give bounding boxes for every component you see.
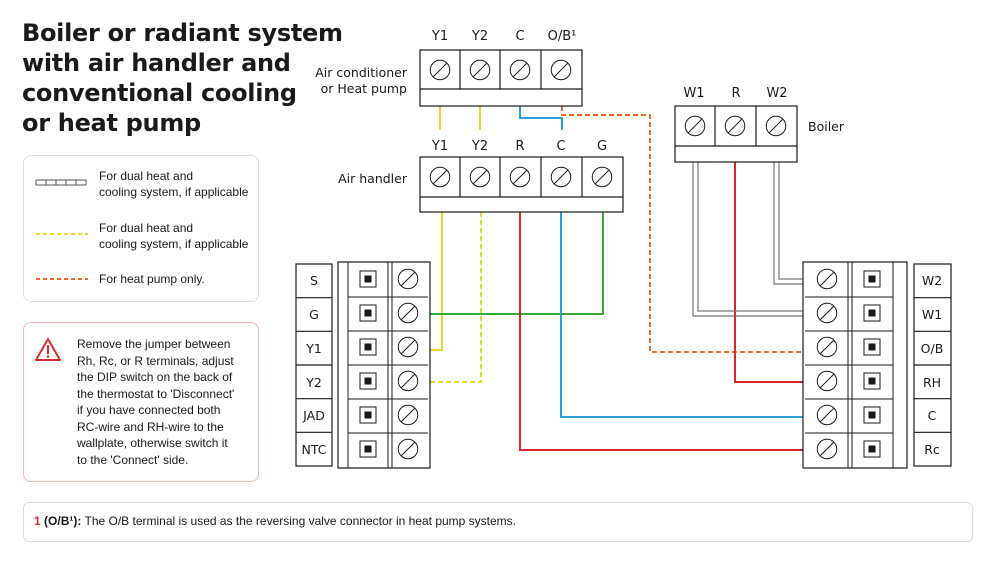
- wire-w1-double: [692, 162, 805, 317]
- footnote-term: (O/B¹):: [44, 514, 82, 528]
- boiler-terminal-label: R: [731, 86, 740, 101]
- warning-line: wallplate, otherwise switch it: [77, 436, 228, 450]
- wallplate-left-label: NTC: [302, 442, 327, 457]
- wire-c-blue: [560, 212, 805, 418]
- warning-triangle-icon: [35, 338, 61, 361]
- ac-label-line1: Air conditioner: [315, 65, 408, 80]
- orange-dashed-wire-swatch: [36, 278, 88, 280]
- legend-label: For heat pump only.: [99, 271, 205, 287]
- wallplate-left: [295, 261, 431, 469]
- title-line: or heat pump: [22, 109, 201, 137]
- ac-terminal-block: [419, 49, 583, 107]
- wire-ob-orange: [561, 106, 805, 353]
- warning-line: if you have connected both: [77, 403, 221, 417]
- footnote-box: 1 (O/B¹): The O/B terminal is used as th…: [23, 502, 973, 542]
- ac-terminal-label: Y2: [471, 29, 488, 44]
- footnote-text: The O/B terminal is used as the reversin…: [84, 514, 517, 528]
- wallplate-left-label: S: [310, 273, 318, 288]
- wallplate-right-label: W1: [922, 307, 942, 322]
- wire-y2-yellow-dashed: [428, 212, 482, 383]
- wire-w2-double: [773, 162, 805, 285]
- air-handler-terminal-block: [419, 156, 624, 213]
- legend-line: cooling system, if applicable: [99, 185, 249, 199]
- warning-line: RC-wire and RH-wire to the: [77, 419, 224, 434]
- ac-label-line2: or Heat pump: [321, 81, 407, 96]
- warning-line: to the 'Connect' side.: [77, 452, 189, 467]
- warning-box: Remove the jumper between Rh, Rc, or R t…: [23, 322, 259, 482]
- legend-line: For heat pump only.: [99, 272, 205, 286]
- wire-y1-yellow: [428, 212, 443, 351]
- wallplate-right-label: RH: [923, 375, 941, 390]
- warning-line: Rh, Rc, or R terminals, adjust: [77, 353, 234, 368]
- title-line: conventional cooling: [22, 79, 297, 107]
- wallplate-left-label: Y2: [305, 375, 322, 390]
- title-line: Boiler or radiant system: [22, 19, 343, 47]
- legend-line: For dual heat and: [99, 221, 194, 235]
- wallplate-right-label: C: [928, 408, 937, 423]
- air-handler-label: Air handler: [338, 171, 408, 186]
- wire-g-green: [428, 212, 604, 315]
- air-handler-terminal-label: C: [556, 139, 565, 154]
- ac-terminal-label: Y1: [431, 29, 448, 44]
- wallplate-right: [802, 261, 952, 469]
- legend-label: For dual heat and cooling system, if app…: [99, 220, 248, 252]
- air-handler-terminal-label: R: [515, 139, 524, 154]
- double-white-wire-swatch: [35, 179, 87, 186]
- legend-line: cooling system, if applicable: [99, 237, 249, 251]
- ac-terminal-label: O/B¹: [548, 29, 577, 44]
- wallplate-left-label: G: [309, 307, 319, 322]
- title-line: with air handler and: [22, 49, 291, 77]
- footnote: 1 (O/B¹): The O/B terminal is used as th…: [34, 514, 516, 528]
- boiler-terminal-label: W2: [766, 86, 787, 101]
- legend-label: For dual heat and cooling system, if app…: [99, 168, 248, 200]
- wallplate-left-label: Y1: [305, 341, 322, 356]
- wallplate-right-label: O/B: [921, 341, 944, 356]
- page-title: Boiler or radiant system with air handle…: [22, 18, 343, 138]
- warning-line: the thermostat to 'Disconnect': [77, 386, 235, 401]
- boiler-label: Boiler: [808, 119, 845, 134]
- warning-text: Remove the jumper between Rh, Rc, or R t…: [77, 336, 234, 468]
- footnote-number: 1: [34, 514, 41, 528]
- boiler-terminal-block: [674, 105, 798, 163]
- air-handler-terminal-label: Y2: [471, 139, 488, 154]
- warning-line: the DIP switch on the back of: [77, 370, 233, 384]
- ac-terminal-label: C: [515, 29, 524, 44]
- wallplate-right-label: W2: [922, 273, 942, 288]
- legend: For dual heat and cooling system, if app…: [23, 155, 259, 302]
- wire-rh-red: [734, 162, 805, 383]
- wire-ac-c: [519, 106, 563, 130]
- wallplate-right-label: Rc: [924, 442, 940, 457]
- wallplate-left-label: JAD: [302, 408, 325, 423]
- legend-line: For dual heat and: [99, 169, 194, 183]
- boiler-terminal-label: W1: [683, 86, 704, 101]
- air-handler-terminal-label: Y1: [431, 139, 448, 154]
- yellow-dashed-wire-swatch: [36, 233, 88, 235]
- wire-rc-red: [519, 212, 805, 451]
- air-handler-terminal-label: G: [597, 139, 607, 154]
- warning-line: Remove the jumper between: [77, 337, 231, 351]
